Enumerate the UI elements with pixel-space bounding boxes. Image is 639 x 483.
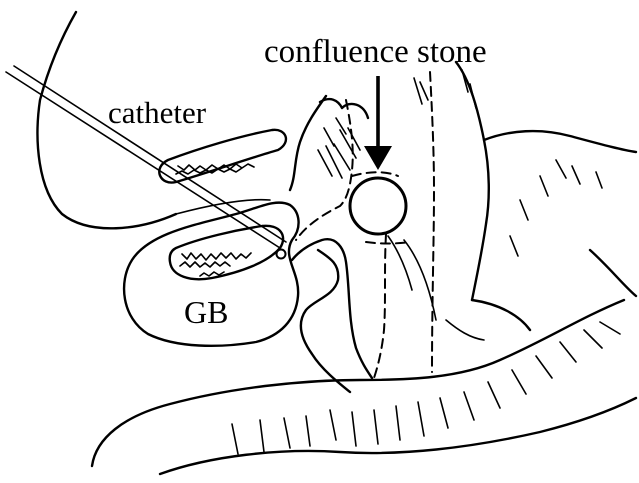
bowel-folds (232, 322, 620, 454)
hatch-right (510, 160, 602, 256)
vessel-dash-center (430, 72, 434, 372)
gallbladder-lumen (170, 226, 283, 279)
bile-duct-dash-left (296, 100, 353, 240)
catheter-tip (277, 250, 286, 259)
bowel-lower-outline (92, 300, 624, 466)
pancreas-outline (388, 236, 484, 340)
catheter-line-bottom (14, 66, 286, 242)
bowel-bottom-outline (160, 398, 636, 474)
bowel-right-outline-2 (472, 250, 636, 330)
label-confluence-stone: confluence stone (264, 36, 487, 69)
bowel-right-outline (484, 131, 636, 152)
gallbladder-stipple (180, 253, 251, 276)
confluence-stone (350, 178, 406, 234)
label-gallbladder: GB (184, 296, 228, 328)
vessel-hatch-top (414, 70, 476, 108)
hilum-hatching (318, 118, 360, 178)
cystic-duct (159, 130, 286, 183)
label-catheter: catheter (108, 97, 206, 128)
duodenum-outline (301, 250, 350, 392)
arrow-head (364, 146, 392, 170)
bile-duct-dash-right (374, 234, 386, 378)
vessel-right-outline (456, 62, 489, 300)
